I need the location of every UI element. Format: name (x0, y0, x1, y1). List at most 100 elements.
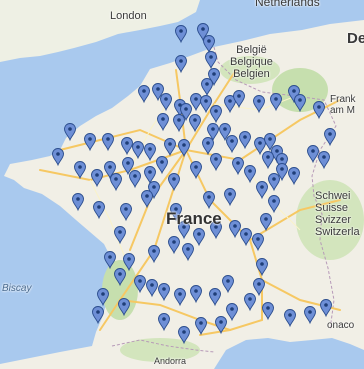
map-pin-icon[interactable] (144, 166, 156, 185)
map-pin-icon[interactable] (205, 51, 217, 70)
map-pin-icon[interactable] (157, 113, 169, 132)
map-pin-icon[interactable] (232, 157, 244, 176)
map-pin-icon[interactable] (190, 93, 202, 112)
map-pin-icon[interactable] (233, 90, 245, 109)
map-pin-icon[interactable] (294, 94, 306, 113)
map-pin-icon[interactable] (253, 278, 265, 297)
map-pin-icon[interactable] (110, 173, 122, 192)
map-pin-icon[interactable] (114, 268, 126, 287)
map-pin-icon[interactable] (264, 133, 276, 152)
map-pin-icon[interactable] (74, 161, 86, 180)
map-pin-icon[interactable] (260, 213, 272, 232)
map-pin-icon[interactable] (226, 135, 238, 154)
map-pin-icon[interactable] (92, 306, 104, 325)
map-pin-icon[interactable] (313, 101, 325, 120)
map-pin-icon[interactable] (244, 165, 256, 184)
map-pin-icon[interactable] (173, 114, 185, 133)
map-pin-icon[interactable] (210, 153, 222, 172)
map-pin-icon[interactable] (141, 190, 153, 209)
map-pin-icon[interactable] (156, 156, 168, 175)
map-pin-icon[interactable] (215, 316, 227, 335)
map-pin-icon[interactable] (132, 141, 144, 160)
map-pin-icon[interactable] (190, 161, 202, 180)
map-pin-icon[interactable] (226, 303, 238, 322)
map-pin-icon[interactable] (104, 161, 116, 180)
map-pin-icon[interactable] (182, 243, 194, 262)
map-pin-icon[interactable] (118, 298, 130, 317)
map-pin-icon[interactable] (178, 221, 190, 240)
map-pin-icon[interactable] (152, 83, 164, 102)
map-pin-icon[interactable] (256, 258, 268, 277)
map-pin-icon[interactable] (193, 228, 205, 247)
map-pin-icon[interactable] (256, 181, 268, 200)
map-pin-icon[interactable] (244, 293, 256, 312)
map-pin-icon[interactable] (97, 288, 109, 307)
map-pin-icon[interactable] (170, 203, 182, 222)
map-pin-icon[interactable] (209, 288, 221, 307)
map-pin-icon[interactable] (168, 236, 180, 255)
map-pin-icon[interactable] (122, 157, 134, 176)
map-pin-icon[interactable] (210, 221, 222, 240)
map-pin-icon[interactable] (270, 93, 282, 112)
map-pin-icon[interactable] (307, 145, 319, 164)
map-pin-icon[interactable] (146, 279, 158, 298)
map-pin-icon[interactable] (200, 95, 212, 114)
map-pin-icon[interactable] (178, 326, 190, 345)
map-pin-icon[interactable] (91, 169, 103, 188)
map-pin-icon[interactable] (222, 275, 234, 294)
map-pin-icon[interactable] (178, 139, 190, 158)
map-pin-icon[interactable] (114, 226, 126, 245)
map-pin-icon[interactable] (207, 123, 219, 142)
map-pin-icon[interactable] (203, 191, 215, 210)
map-pin-icon[interactable] (102, 133, 114, 152)
map-pin-icon[interactable] (134, 275, 146, 294)
map-pin-icon[interactable] (203, 35, 215, 54)
map-pin-icon[interactable] (158, 283, 170, 302)
map-pin-icon[interactable] (304, 306, 316, 325)
map-pin-icon[interactable] (210, 105, 222, 124)
map-pin-icon[interactable] (64, 123, 76, 142)
map-pin-icon[interactable] (262, 302, 274, 321)
map-pin-icon[interactable] (168, 173, 180, 192)
map-pin-icon[interactable] (320, 299, 332, 318)
map-pin-icon[interactable] (189, 114, 201, 133)
map-pin-icon[interactable] (253, 95, 265, 114)
map-pin-icon[interactable] (195, 317, 207, 336)
map-pin-icon[interactable] (148, 245, 160, 264)
map-pin-icon[interactable] (254, 137, 266, 156)
map-pin-icon[interactable] (180, 103, 192, 122)
map-pin-icon[interactable] (224, 95, 236, 114)
map-pin-icon[interactable] (52, 148, 64, 167)
map-pin-icon[interactable] (276, 163, 288, 182)
map-pin-icon[interactable] (239, 131, 251, 150)
map-pin-icon[interactable] (129, 170, 141, 189)
map-pin-icon[interactable] (104, 251, 116, 270)
map-pin-icon[interactable] (268, 195, 280, 214)
map-pin-icon[interactable] (201, 78, 213, 97)
map-pin-icon[interactable] (229, 220, 241, 239)
map-pin-icon[interactable] (164, 138, 176, 157)
map-pin-icon[interactable] (120, 203, 132, 222)
map-pin-icon[interactable] (219, 123, 231, 142)
map-pin-icon[interactable] (175, 55, 187, 74)
map-pin-icon[interactable] (175, 25, 187, 44)
map-pin-icon[interactable] (84, 133, 96, 152)
map-pin-icon[interactable] (284, 309, 296, 328)
map-pin-icon[interactable] (268, 173, 280, 192)
map-pin-icon[interactable] (123, 253, 135, 272)
map-pin-icon[interactable] (93, 201, 105, 220)
map-pin-icon[interactable] (288, 167, 300, 186)
map-pin-icon[interactable] (72, 193, 84, 212)
map-pin-icon[interactable] (121, 137, 133, 156)
map-pin-icon[interactable] (197, 23, 209, 42)
map-pin-icon[interactable] (262, 151, 274, 170)
map-pin-icon[interactable] (190, 285, 202, 304)
map-pin-icon[interactable] (174, 288, 186, 307)
map-pin-icon[interactable] (224, 188, 236, 207)
map-pin-icon[interactable] (240, 228, 252, 247)
map-pin-icon[interactable] (144, 143, 156, 162)
map-pin-icon[interactable] (318, 151, 330, 170)
map-pin-icon[interactable] (138, 85, 150, 104)
map-pin-icon[interactable] (324, 128, 336, 147)
